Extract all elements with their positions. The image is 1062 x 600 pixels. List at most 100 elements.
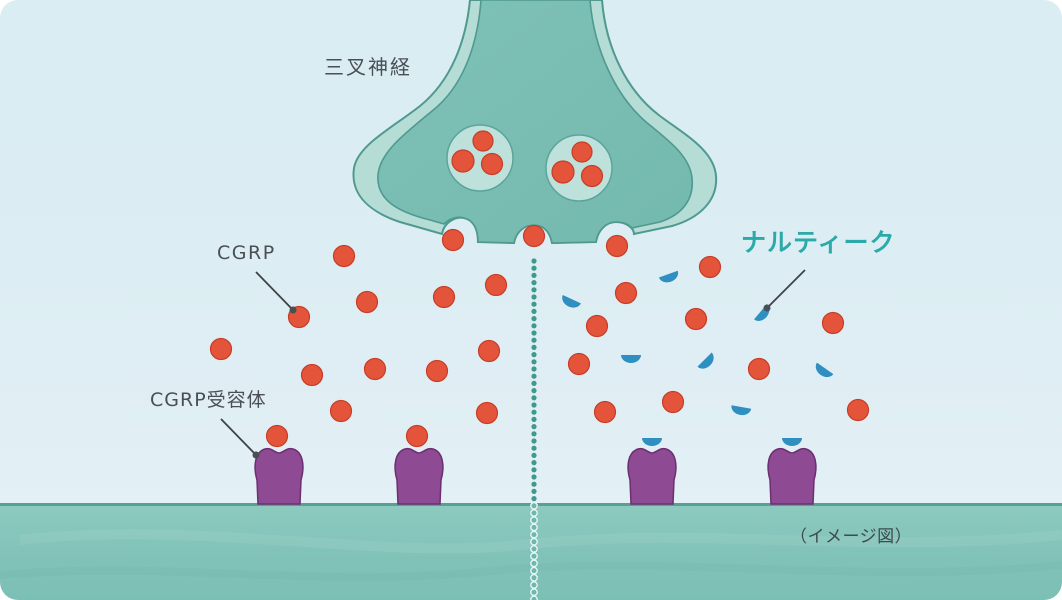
image-note-label: （イメージ図） (790, 527, 913, 547)
cgrp-particle (580, 164, 604, 188)
bound-cgrp-particle (265, 424, 289, 448)
cgrp-particle (209, 337, 233, 361)
divider-dot (531, 272, 537, 278)
cgrp-leader-line (255, 271, 297, 314)
divider-dot (530, 581, 538, 589)
divider-dot (531, 460, 537, 466)
receptor-leader-line (220, 418, 260, 459)
drug-name-label: ナルティーク (741, 228, 896, 257)
trigeminal-nerve-terminal (352, 0, 718, 245)
cgrp-particle (477, 339, 501, 363)
drug-fragment (697, 352, 714, 369)
cgrp-receptors (254, 424, 817, 505)
divider-dot (531, 424, 537, 430)
cgrp-particle (747, 357, 771, 381)
divider-dot (531, 258, 537, 264)
cgrp-receptor (767, 438, 817, 505)
drug-fragment (658, 270, 679, 283)
divider-dot (531, 301, 537, 307)
divider-dot (530, 530, 538, 539)
nerve-terminal-body (377, 0, 694, 244)
cgrp-particle (472, 130, 494, 152)
divider-dot (530, 516, 538, 525)
divider-dot (531, 416, 537, 422)
cgrp-particle (821, 311, 845, 335)
cgrp-particle (571, 141, 593, 163)
drug-fragment (562, 294, 581, 308)
divider-dot (531, 280, 537, 286)
bound-drug-fragment (782, 438, 802, 446)
synaptic-vesicle (545, 134, 613, 202)
divider-dot (531, 474, 537, 480)
divider-dot (531, 344, 537, 350)
synaptic-vesicle (446, 124, 514, 192)
cgrp-particle (480, 152, 504, 176)
cgrp-particle (551, 160, 575, 184)
cgrp-receptor (394, 424, 444, 505)
cgrp-label: CGRP (217, 242, 276, 264)
drug-leader-line (763, 269, 806, 312)
divider-dot (531, 294, 537, 300)
cgrp-particle (661, 390, 685, 414)
divider-dot (531, 316, 537, 322)
receptor-body (627, 447, 677, 505)
cgrp-particle (441, 228, 465, 252)
divider-dot (531, 265, 537, 271)
divider-dot (531, 445, 537, 451)
cgrp-particle (593, 400, 617, 424)
divider-dot (531, 496, 537, 502)
divider-dot (531, 359, 537, 365)
cgrp-particle (684, 307, 708, 331)
divider-dot (531, 388, 537, 394)
divider-dot (530, 509, 538, 517)
divider-dot (530, 559, 538, 568)
divider-dot (530, 501, 538, 510)
receptor-body (254, 447, 304, 505)
drug-fragment (815, 362, 834, 378)
trigeminal-nerve-label: 三叉神経 (324, 55, 412, 79)
divider-dot (531, 409, 537, 415)
divider-dot (530, 588, 538, 597)
cgrp-particle (451, 149, 475, 173)
divider-dot (531, 373, 537, 379)
receptor-body (394, 447, 444, 505)
cgrp-receptor (627, 438, 677, 505)
divider-dot (531, 452, 537, 458)
cgrp-particle (425, 359, 449, 383)
cgrp-particle (329, 399, 353, 423)
divider-dot (531, 488, 537, 494)
divider-dot (530, 523, 538, 532)
cgrp-receptor (254, 424, 304, 505)
cgrp-particle (614, 281, 638, 305)
bound-cgrp-particle (405, 424, 429, 448)
divider-dot (530, 573, 538, 582)
drug-fragments (562, 270, 834, 416)
cgrp-particles (209, 224, 870, 425)
divider-dot (530, 537, 538, 546)
receptor-body (767, 447, 817, 505)
cgrp-particle (300, 363, 324, 387)
divider-dot (531, 467, 537, 473)
cgrp-particle (332, 244, 356, 268)
cgrp-particle (522, 224, 546, 248)
cgrp-particle (475, 401, 499, 425)
divider-dot (531, 395, 537, 401)
divider-dot (530, 566, 538, 575)
divider-dot (531, 330, 537, 336)
divider-dot (531, 438, 537, 444)
divider-dot (530, 595, 538, 600)
drug-fragment (731, 405, 752, 416)
cgrp-particle (585, 314, 609, 338)
divider-dot (531, 352, 537, 358)
divider-dot (531, 431, 537, 437)
divider-dot (531, 287, 537, 293)
cgrp-receptor-label: CGRP受容体 (150, 389, 267, 411)
divider-dot (531, 337, 537, 343)
divider-dot (531, 308, 537, 314)
cgrp-particle (432, 285, 456, 309)
divider-dot (531, 380, 537, 386)
cgrp-particle (605, 234, 629, 258)
divider-line (530, 258, 538, 600)
